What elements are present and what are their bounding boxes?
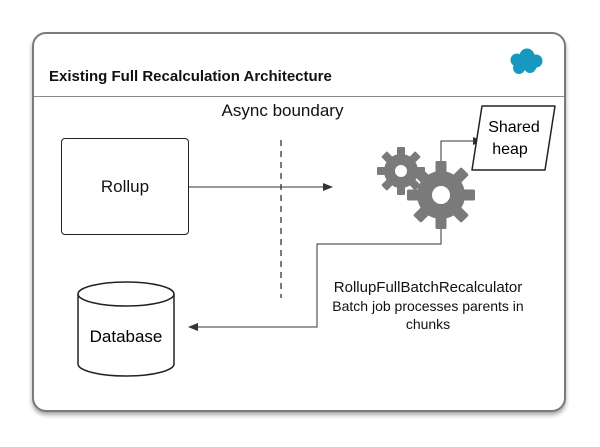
- batch-job-description: Batch job processes parents in chunks: [332, 298, 524, 332]
- large-gear-icon: [407, 161, 475, 229]
- title-divider: [34, 96, 564, 97]
- rollup-label: Rollup: [100, 176, 150, 196]
- salesforce-cloud-icon: [510, 48, 543, 74]
- shared-heap-label-line2: heap: [492, 141, 528, 158]
- batch-to-database-arrow: [188, 227, 442, 331]
- database-cylinder: [77, 281, 175, 377]
- batch-job-name: RollupFullBatchRecalculator: [333, 279, 523, 296]
- shared-heap-label-line1: Shared: [488, 119, 540, 136]
- diagram-title: Existing Full Recalculation Architecture: [49, 68, 332, 85]
- shared-heap-shape: [471, 105, 556, 171]
- batch-heap-arrow: [440, 137, 483, 163]
- database-label: Database: [90, 327, 163, 346]
- rollup-box: Rollup: [61, 138, 189, 235]
- small-gear-icon: [377, 147, 425, 195]
- async-boundary-label: Async boundary: [221, 101, 344, 120]
